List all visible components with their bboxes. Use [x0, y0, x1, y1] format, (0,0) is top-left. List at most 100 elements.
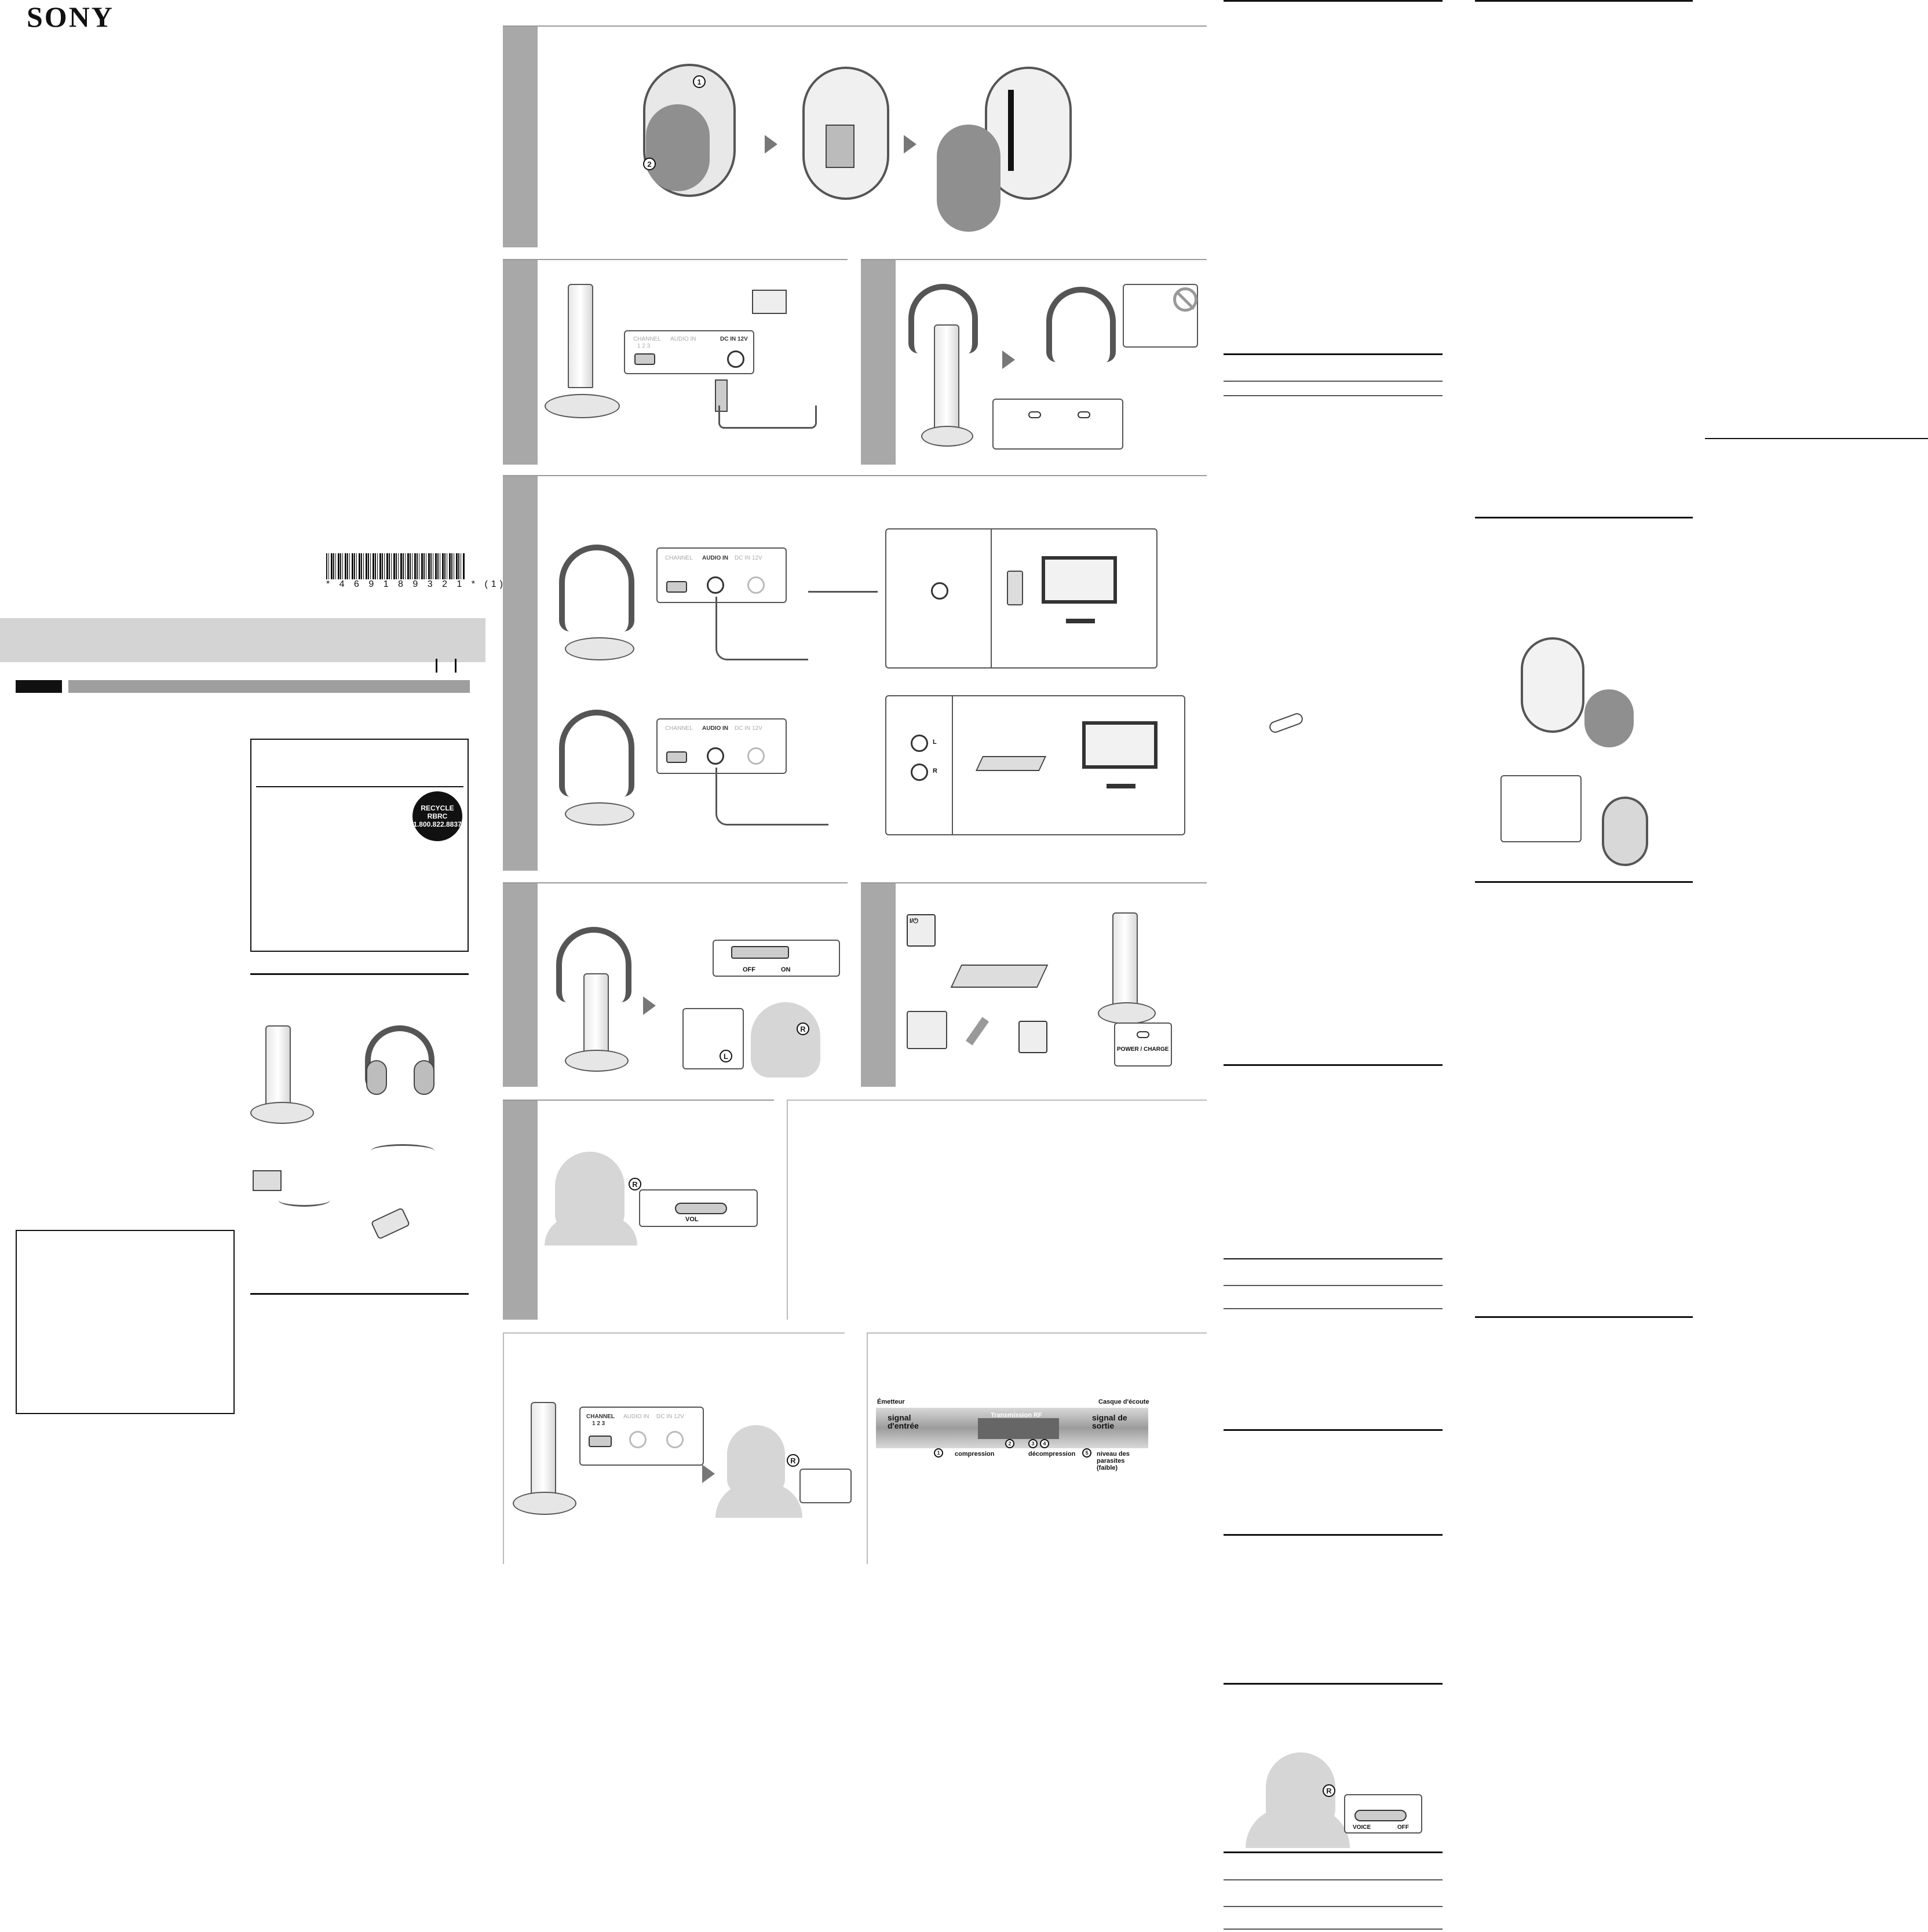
right-marker: R [797, 1022, 809, 1035]
charge-indicator-callout [992, 399, 1123, 450]
audio-in-jack [707, 747, 724, 765]
tv-stand [1107, 784, 1135, 788]
step-marker-1: 1 [693, 75, 706, 88]
table-rule [1224, 395, 1443, 396]
arrow-right-icon [1002, 350, 1015, 369]
right-marker: R [629, 1178, 641, 1190]
arrow-right-icon [765, 135, 777, 154]
channel-numbers: 1 2 3 [637, 343, 651, 349]
ear-cup-left [366, 1060, 387, 1095]
dc-in-jack [747, 576, 765, 594]
notice-box [16, 1230, 235, 1414]
battery-compartment [826, 125, 855, 168]
transmitter-base [513, 1492, 576, 1515]
headphones-docked [1046, 287, 1116, 362]
channel-label: CHANNEL [633, 336, 661, 342]
transmitter-base [565, 802, 634, 826]
rf-label: Transmission RF [991, 1412, 1042, 1419]
transmitter-base [1098, 1002, 1156, 1024]
voice-switch [1354, 1810, 1407, 1821]
table-rule [1224, 1285, 1443, 1286]
transmitter-base [250, 1102, 314, 1124]
portable-player-icon [1007, 571, 1023, 605]
headphones-placing [908, 284, 978, 353]
receiver-label: Casque d'écoute [1098, 1398, 1149, 1405]
audio-in-label: AUDIO IN [702, 555, 728, 561]
ear-pad-cover [937, 125, 1000, 232]
dc-in-label: DC IN 12V [720, 336, 748, 342]
rca-cable [715, 768, 828, 826]
channel-label: CHANNEL [665, 555, 693, 561]
column-rule [1705, 438, 1928, 439]
section-rule [1224, 353, 1443, 355]
step-2-marker: 2 [1005, 1439, 1014, 1448]
transmitter-base [545, 394, 620, 418]
stereo-cable [808, 591, 878, 593]
section-rule [1475, 0, 1693, 2]
right-marker: R [1323, 1784, 1335, 1797]
vol-label: VOL [685, 1216, 699, 1223]
recycle-logo-line: 1.800.822.8837 [413, 820, 462, 828]
transmitter-tower [934, 324, 959, 434]
audio-in-label: AUDIO IN [623, 1414, 649, 1420]
table-rule [1224, 1879, 1443, 1880]
volume-control [675, 1203, 727, 1214]
section-rule [1475, 517, 1693, 518]
step-4-marker: 4 [1040, 1439, 1049, 1448]
ear-pad-removed [646, 104, 710, 191]
power-symbol: I/⏻ [910, 918, 918, 925]
title-marks [436, 659, 457, 673]
audio-cable-illustration [371, 1144, 434, 1157]
section-rule [1224, 0, 1443, 2]
headphone-jack [931, 582, 948, 600]
arrow-right-icon [643, 996, 656, 1015]
rear-panel-callout [656, 547, 787, 603]
transmitter-base [565, 1050, 629, 1072]
compression-label: compression [955, 1451, 995, 1458]
headphone-cup [1521, 637, 1584, 733]
rf-diagram-panel [867, 1332, 1207, 1564]
decompression-label: décompression [1028, 1451, 1076, 1458]
channel-switch [666, 751, 687, 763]
input-signal-label: signal d'entrée [888, 1413, 919, 1430]
arrow-right-icon [904, 135, 916, 154]
step-marker-2: 2 [643, 158, 656, 170]
channel-switch [666, 581, 687, 593]
arrow-right-icon [702, 1464, 715, 1483]
headphones-illustration [365, 1025, 434, 1089]
rf-band [978, 1418, 1059, 1439]
stereo-cable [715, 597, 808, 660]
power-led [1137, 1031, 1149, 1038]
output-signal-label: signal de sortie [1092, 1413, 1127, 1430]
audio-in-label: AUDIO IN [702, 725, 728, 732]
voice-off-label: OFF [1397, 1824, 1409, 1831]
audio-in-jack [629, 1431, 647, 1448]
tv-icon [1082, 721, 1157, 769]
emitter-label: Émetteur [877, 1398, 905, 1405]
rca-jack-left [911, 735, 928, 752]
recycle-divider [256, 786, 463, 787]
recycle-logo-line: RECYCLE [421, 804, 454, 812]
step-5-marker: 5 [1082, 1448, 1091, 1458]
tv-icon [1042, 556, 1117, 604]
recycle-notice-box [250, 739, 469, 952]
barcode-number: * 4 6 9 1 8 9 3 2 1 * (1) [326, 579, 506, 589]
transmitter-tower [568, 284, 593, 388]
rear-panel-callout [656, 718, 787, 774]
ear-cup-right [414, 1060, 434, 1095]
dvd-player-icon [950, 965, 1049, 988]
section-rule [1475, 1316, 1693, 1318]
section-rule [1224, 1534, 1443, 1536]
ear-pad-detail-callout [1500, 775, 1582, 842]
section-rule [1224, 1683, 1443, 1685]
dc-in-jack [727, 350, 744, 368]
section-rule [1224, 1064, 1443, 1066]
transmitter-tower [531, 1402, 556, 1503]
left-marker: L [720, 1050, 732, 1062]
channel-label: CHANNEL [665, 725, 693, 732]
dc-in-label: DC IN 12V [735, 555, 762, 561]
title-band [0, 618, 485, 662]
callout-divider [952, 695, 953, 835]
power-charge-label: POWER / CHARGE [1117, 1046, 1169, 1053]
dc-in-jack [747, 747, 765, 765]
